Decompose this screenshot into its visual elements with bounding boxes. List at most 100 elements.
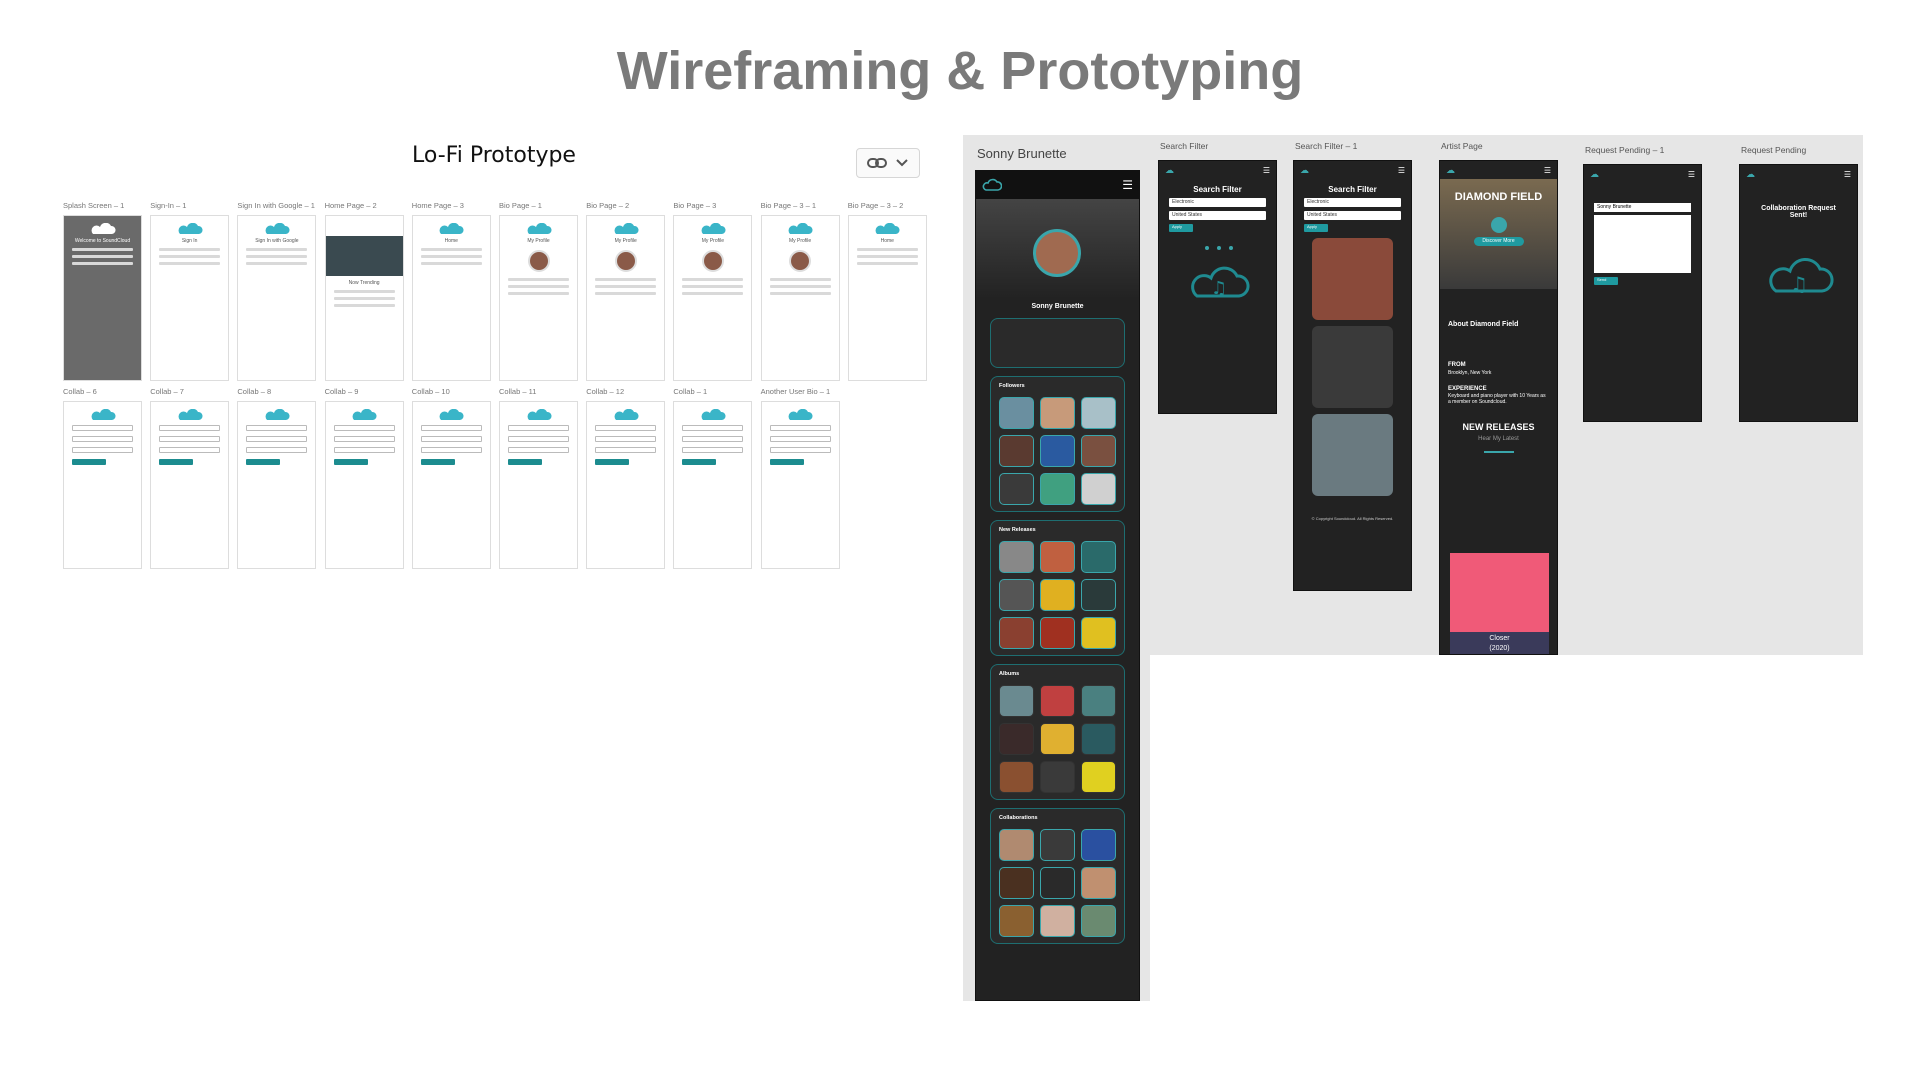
- menu-icon[interactable]: ☰: [1122, 178, 1133, 192]
- apply-button[interactable]: [769, 459, 804, 465]
- dropdown-field[interactable]: [333, 425, 395, 431]
- top-bar: ☁☰: [1584, 165, 1701, 183]
- wireframe-text: My Profile: [701, 238, 724, 244]
- placeholder-line: [682, 278, 744, 281]
- artist-hero: DIAMOND FIELD Discover More: [1440, 179, 1557, 289]
- dropdown-field[interactable]: [769, 447, 831, 453]
- dropdown-field[interactable]: [769, 436, 831, 442]
- country-select[interactable]: United States: [1169, 211, 1266, 220]
- dropdown-field[interactable]: [72, 425, 133, 431]
- apply-button[interactable]: [333, 459, 368, 465]
- dropdown-field[interactable]: [159, 425, 221, 431]
- new-releases-heading: NEW RELEASES: [1462, 422, 1535, 432]
- dropdown-field[interactable]: [159, 447, 221, 453]
- frame-label: Another User Bio – 1: [760, 387, 831, 396]
- dropdown-field[interactable]: [682, 436, 744, 442]
- followers-card: Followers: [990, 376, 1125, 512]
- apply-button[interactable]: Apply: [1304, 224, 1328, 232]
- dropdown-field[interactable]: [508, 425, 569, 431]
- frame-label-search-filter: Search Filter: [1160, 141, 1209, 151]
- frame-label: Collab – 7: [150, 387, 184, 396]
- chevron-down-icon: [896, 159, 908, 167]
- dropdown-field[interactable]: [508, 436, 569, 442]
- dropdown-field[interactable]: [246, 436, 308, 442]
- play-button[interactable]: [1490, 217, 1507, 233]
- dropdown-field[interactable]: [72, 447, 133, 453]
- cloud-music-icon: ♫: [1769, 258, 1834, 296]
- dropdown-field[interactable]: [246, 447, 308, 453]
- menu-icon[interactable]: ☰: [1687, 169, 1695, 179]
- placeholder-line: [159, 262, 221, 265]
- link-dropdown-button[interactable]: [856, 148, 920, 178]
- message-textarea[interactable]: [1594, 215, 1691, 273]
- wireframe-screen: [411, 401, 491, 569]
- wireframe-text: Welcome to SoundCloud: [74, 238, 131, 244]
- dropdown-field[interactable]: [333, 436, 395, 442]
- dropdown-field[interactable]: [420, 425, 482, 431]
- dropdown-field[interactable]: [682, 447, 744, 453]
- apply-button[interactable]: [420, 459, 455, 465]
- request-pending-1-phone: ☁☰ Sonny Brunette Send: [1583, 164, 1702, 422]
- result-card[interactable]: [1312, 414, 1393, 496]
- genre-select[interactable]: Electronic: [1169, 198, 1266, 207]
- placeholder-line: [246, 248, 308, 251]
- cloud-logo-icon: [90, 408, 116, 420]
- dropdown-field[interactable]: [420, 447, 482, 453]
- menu-icon[interactable]: ☰: [1543, 165, 1551, 175]
- band-name: DIAMOND FIELD: [1454, 191, 1543, 203]
- genre-select[interactable]: Electronic: [1304, 198, 1401, 207]
- wireframe-screen: Sign In: [150, 215, 230, 381]
- placeholder-line: [420, 255, 482, 258]
- section-title: Followers: [999, 383, 1025, 389]
- dropdown-field[interactable]: [769, 425, 831, 431]
- album-cover[interactable]: Closer (2020): [1450, 553, 1549, 654]
- dropdown-field[interactable]: [72, 436, 133, 442]
- recipient-field[interactable]: Sonny Brunette: [1594, 203, 1691, 212]
- avatar: [527, 250, 550, 272]
- dropdown-field[interactable]: [595, 436, 657, 442]
- placeholder-line: [333, 297, 395, 300]
- wireframe-text: Sign In with Google: [255, 238, 299, 244]
- wireframe-text: My Profile: [614, 238, 637, 244]
- cloud-logo-icon: [700, 408, 726, 420]
- apply-button[interactable]: Apply: [1169, 224, 1193, 232]
- menu-icon[interactable]: ☰: [1262, 165, 1270, 175]
- section-title: New Releases: [999, 527, 1036, 533]
- apply-button[interactable]: [159, 459, 194, 465]
- link-icon: [867, 158, 887, 168]
- dropdown-field[interactable]: [595, 447, 657, 453]
- dropdown-field[interactable]: [246, 425, 308, 431]
- dropdown-field[interactable]: [420, 436, 482, 442]
- placeholder-line: [159, 255, 221, 258]
- menu-icon[interactable]: ☰: [1843, 169, 1851, 179]
- frame-label: Collab – 10: [411, 387, 450, 396]
- dropdown-field[interactable]: [333, 447, 395, 453]
- album-year: (2020): [1489, 645, 1510, 652]
- search-filter-heading: Search Filter: [1328, 185, 1377, 194]
- dropdown-field[interactable]: [159, 436, 221, 442]
- placeholder-line: [333, 290, 395, 293]
- apply-button[interactable]: [72, 459, 106, 465]
- apply-button[interactable]: [508, 459, 542, 465]
- result-card[interactable]: [1312, 238, 1393, 320]
- apply-button[interactable]: [682, 459, 717, 465]
- experience-value: Keyboard and piano player with 10 Years …: [1448, 393, 1546, 405]
- profile-name: Sonny Brunette: [1031, 303, 1084, 310]
- frame-label: Bio Page – 2: [586, 201, 630, 210]
- country-select[interactable]: United States: [1304, 211, 1401, 220]
- cloud-logo-icon: [264, 408, 290, 420]
- menu-icon[interactable]: ☰: [1397, 165, 1405, 175]
- result-card[interactable]: [1312, 326, 1393, 408]
- discover-more-button[interactable]: Discover More: [1473, 237, 1524, 246]
- send-button[interactable]: Send: [1594, 277, 1618, 285]
- search-filter-phone: ☁☰ Search Filter Electronic United State…: [1158, 160, 1277, 414]
- dropdown-field[interactable]: [508, 447, 569, 453]
- dropdown-field[interactable]: [682, 425, 744, 431]
- apply-button[interactable]: [246, 459, 281, 465]
- wireframe-screen: [673, 401, 753, 569]
- apply-button[interactable]: [595, 459, 630, 465]
- dropdown-field[interactable]: [595, 425, 657, 431]
- svg-text:♫: ♫: [1790, 272, 1808, 296]
- top-bar: ☁☰: [1159, 161, 1276, 179]
- placeholder-line: [682, 292, 744, 295]
